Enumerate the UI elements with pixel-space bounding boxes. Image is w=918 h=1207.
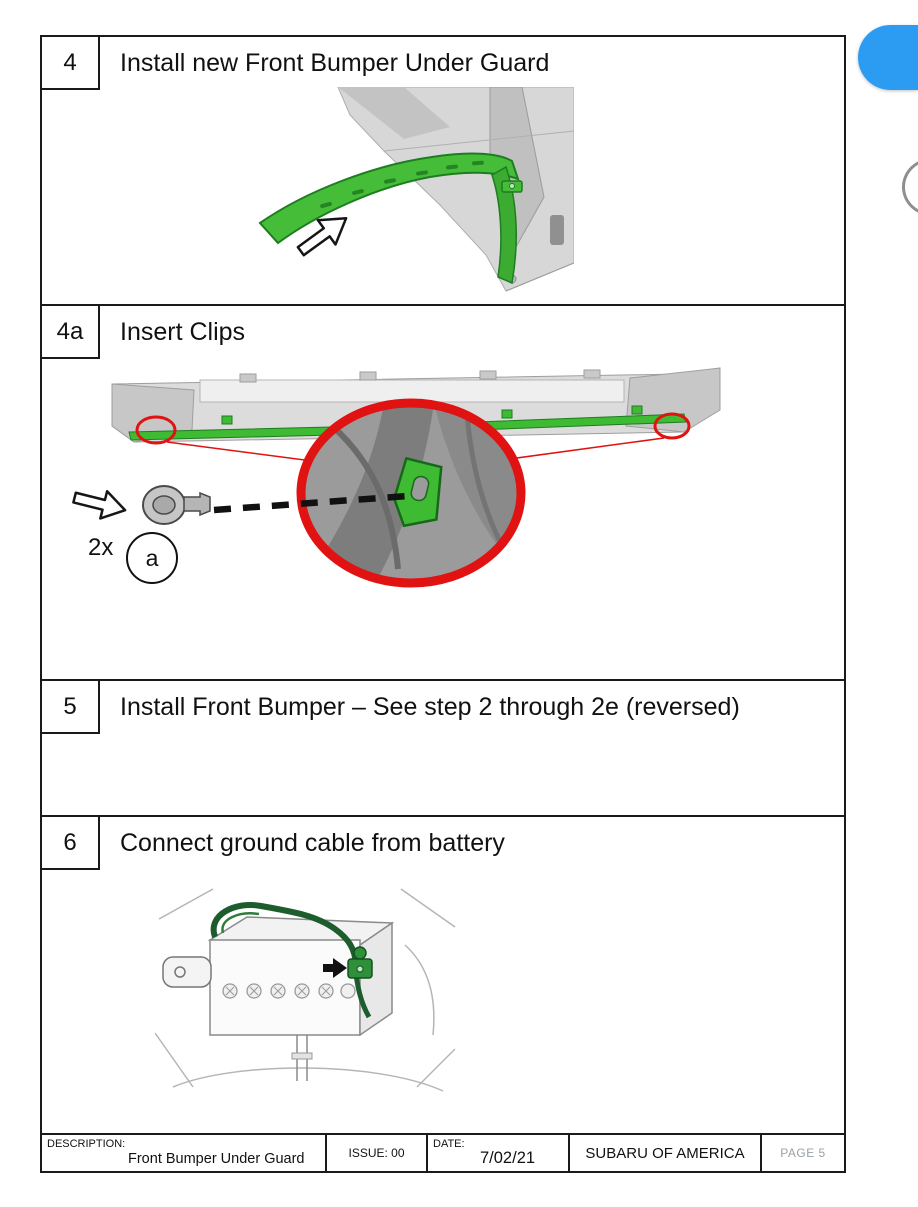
page-edge-circle (902, 158, 918, 216)
red-callout-circle-left (135, 415, 177, 445)
step-6-header: 6 Connect ground cable from battery (42, 817, 844, 870)
green-clip-highlight (392, 456, 443, 528)
green-under-guard (258, 152, 523, 285)
step-4-header: 4 Install new Front Bumper Under Guard (42, 37, 844, 90)
company-name: SUBARU OF AMERICA (585, 1144, 745, 1162)
step-4-title: Install new Front Bumper Under Guard (120, 49, 550, 77)
footer-description-cell: DESCRIPTION: Front Bumper Under Guard (42, 1135, 327, 1171)
footer-page-cell: PAGE 5 (762, 1135, 844, 1171)
step-4-section: 4 Install new Front Bumper Under Guard (42, 37, 844, 306)
install-direction-arrow-icon (296, 216, 348, 257)
callout-leader-right (501, 437, 665, 461)
page-number: PAGE 5 (780, 1146, 826, 1160)
step-6-number: 6 (42, 817, 100, 870)
step-5-header: 5 Install Front Bumper – See step 2 thro… (42, 681, 844, 734)
connect-arrow-icon (323, 958, 347, 978)
footer-date-cell: DATE: 7/02/21 (428, 1135, 570, 1171)
step-4a-header: 4a Insert Clips (42, 306, 844, 359)
callout-leader-left (166, 441, 321, 463)
footer-issue-cell: ISSUE: 00 (327, 1135, 428, 1171)
clip-callout-a: a (126, 532, 178, 584)
date-label: DATE: (433, 1138, 465, 1150)
clip-quantity-label: 2x (88, 534, 114, 561)
under-guard-illustration (254, 87, 574, 299)
push-clip-part (142, 485, 211, 525)
step-6-title: Connect ground cable from battery (120, 829, 505, 857)
insert-clips-illustration: 2x a (72, 364, 722, 664)
issue-value: ISSUE: 00 (348, 1146, 405, 1160)
step-5-section: 5 Install Front Bumper – See step 2 thro… (42, 681, 844, 817)
step-4a-number: 4a (42, 306, 100, 359)
dashed-leader-line (213, 492, 409, 514)
insert-direction-arrow-icon (72, 490, 127, 520)
magnifier-red-ellipse (296, 398, 526, 588)
fast-scroll-bubble[interactable] (858, 25, 918, 90)
footer-company-cell: SUBARU OF AMERICA (570, 1135, 762, 1171)
step-6-section: 6 Connect ground cable from battery (42, 817, 844, 1135)
battery-illustration (155, 885, 457, 1095)
description-value: Front Bumper Under Guard (128, 1151, 305, 1167)
battery (207, 916, 395, 1081)
red-callout-circle-right (653, 412, 691, 440)
step-4a-section: 4a Insert Clips (42, 306, 844, 681)
step-4-number: 4 (42, 37, 100, 90)
description-label: DESCRIPTION: (47, 1138, 126, 1150)
relay-box (162, 956, 212, 988)
ground-terminal (347, 946, 373, 979)
title-block: DESCRIPTION: Front Bumper Under Guard IS… (42, 1135, 844, 1171)
date-value: 7/02/21 (480, 1149, 536, 1167)
step-4a-title: Insert Clips (120, 318, 246, 346)
step-5-number: 5 (42, 681, 100, 734)
step-5-title: Install Front Bumper – See step 2 throug… (120, 693, 740, 721)
document-frame: 4 Install new Front Bumper Under Guard (40, 35, 846, 1173)
